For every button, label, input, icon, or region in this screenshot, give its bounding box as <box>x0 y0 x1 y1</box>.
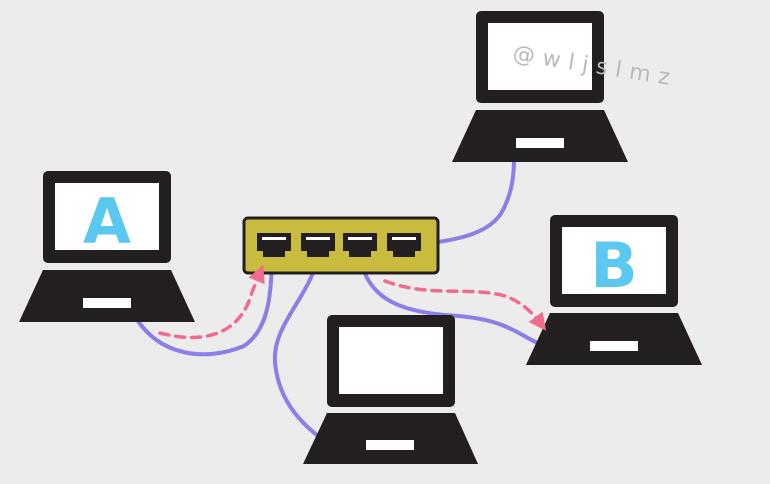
laptop-b-screen <box>562 227 666 294</box>
laptop-a-screen <box>55 183 159 250</box>
laptop-bottom-screen <box>339 327 443 394</box>
flow-arrow-a-to-switch <box>158 264 265 340</box>
switch-port-2 <box>301 233 335 257</box>
switch-port-3 <box>343 233 377 257</box>
flow-arrow-switch-to-b <box>383 279 547 331</box>
laptop-a: A <box>19 171 195 322</box>
switch-port-4 <box>387 233 421 257</box>
switch-port-1 <box>257 233 291 257</box>
laptop-a-trackpad <box>83 298 131 308</box>
laptop-bottom <box>303 315 478 464</box>
laptop-b-base <box>526 313 702 365</box>
cable-laptop-bottom <box>272 248 320 438</box>
network-switch <box>242 216 440 275</box>
data-flow <box>158 264 547 340</box>
cable-laptop-a <box>134 248 274 357</box>
laptop-bottom-trackpad <box>366 440 414 450</box>
switch-body <box>242 216 440 275</box>
laptop-b: B <box>526 215 702 365</box>
laptop-a-base <box>19 270 195 322</box>
cable-laptop-b <box>356 248 542 346</box>
laptop-b-trackpad <box>590 341 638 351</box>
laptop-b-label: B <box>590 229 637 302</box>
laptop-top-screen <box>488 23 592 90</box>
laptop-a-label: A <box>83 185 131 258</box>
laptop-top-base <box>452 110 628 162</box>
laptop-bottom-base <box>303 413 478 464</box>
laptop-top <box>452 11 628 162</box>
laptop-top-trackpad <box>516 138 564 148</box>
